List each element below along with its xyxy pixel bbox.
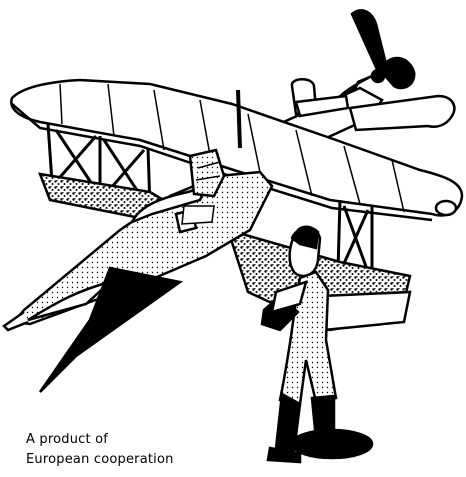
caption: A product of European cooperation bbox=[26, 430, 226, 470]
caption-line-2: European cooperation bbox=[26, 452, 174, 467]
jet-fuselage bbox=[2, 170, 274, 393]
man-figure bbox=[260, 225, 374, 464]
caption-line-1: A product of bbox=[26, 432, 109, 447]
cockpit-canopy bbox=[129, 148, 226, 225]
wing-struts bbox=[46, 89, 374, 278]
